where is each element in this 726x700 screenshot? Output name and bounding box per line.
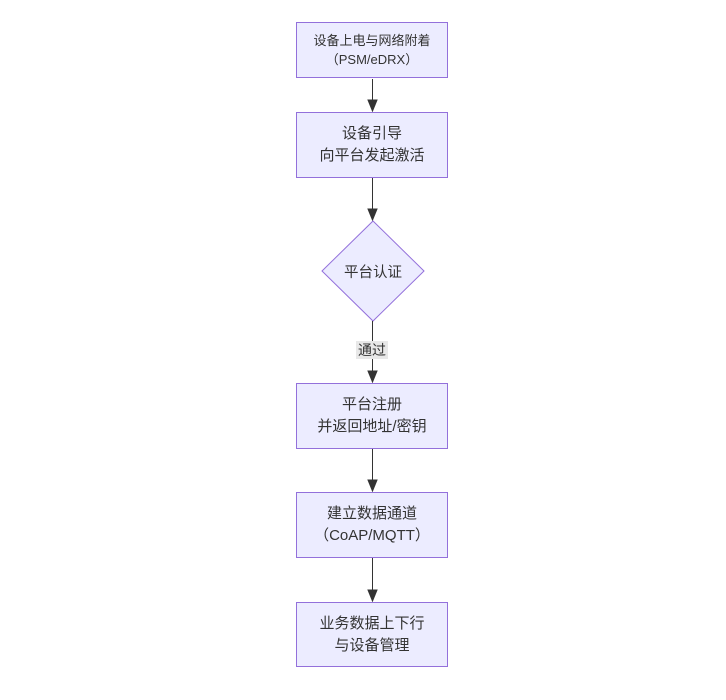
- node-platform-register: 平台注册 并返回地址/密钥: [296, 383, 448, 449]
- node-data-channel: 建立数据通道 （CoAP/MQTT）: [296, 492, 448, 558]
- node-boot-line-2: 向平台发起激活: [319, 147, 425, 164]
- edge-power-boot-arrowhead-icon: [367, 99, 378, 113]
- node-register-line-1: 平台注册: [341, 396, 402, 413]
- node-business-data: 业务数据上下行 与设备管理: [296, 602, 448, 667]
- node-power-line-2: （PSM/eDRX）: [325, 52, 419, 67]
- edge-boot-auth-arrowhead-icon: [367, 208, 378, 222]
- node-device-bootstrap: 设备引导 向平台发起激活: [296, 112, 448, 178]
- node-power-line-1: 设备上电与网络附着: [313, 33, 431, 48]
- node-power-network-attach: 设备上电与网络附着 （PSM/eDRX）: [296, 22, 448, 78]
- node-business-line-1: 业务数据上下行: [319, 614, 425, 632]
- edge-label-pass: 通过: [356, 341, 388, 359]
- node-auth-line-1: 平台认证: [344, 264, 402, 281]
- node-register-line-2: 并返回地址/密钥: [317, 418, 427, 435]
- edge-auth-register-arrowhead-icon: [367, 370, 378, 384]
- node-channel-line-2: （CoAP/MQTT）: [314, 527, 430, 544]
- node-platform-auth-decision: 平台认证: [322, 221, 424, 321]
- node-business-line-2: 与设备管理: [334, 636, 410, 654]
- node-boot-line-1: 设备引导: [341, 125, 402, 142]
- edge-channel-business-arrowhead-icon: [367, 589, 378, 603]
- edge-register-channel-arrowhead-icon: [367, 479, 378, 493]
- node-channel-line-1: 建立数据通道: [326, 505, 417, 522]
